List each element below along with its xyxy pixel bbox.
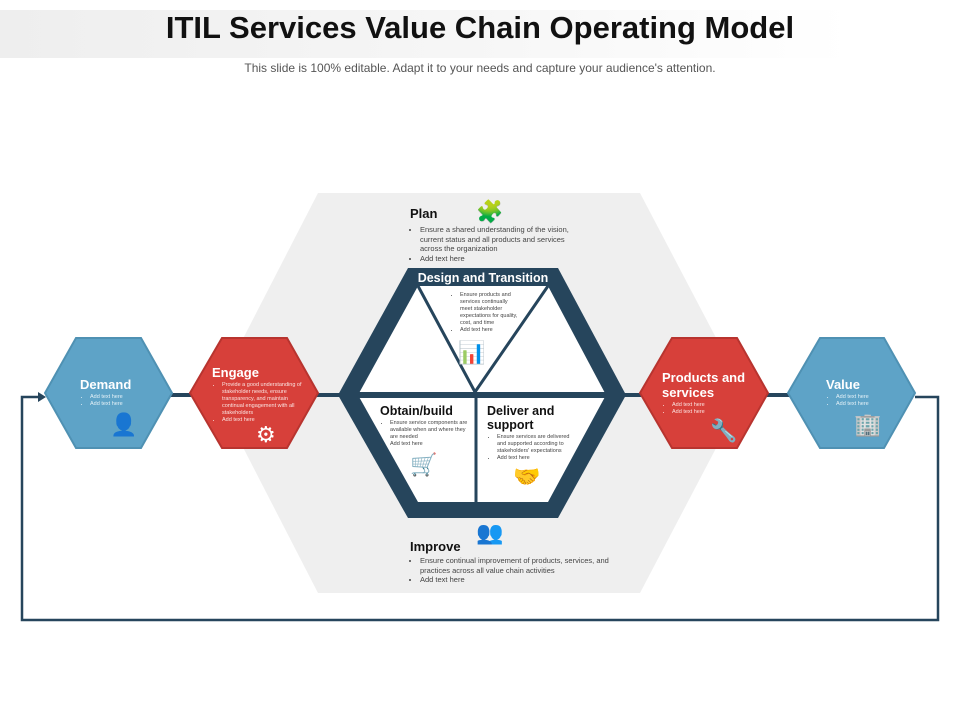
plan-bullet: Ensure a shared understanding of the vis… <box>420 225 585 254</box>
plan-block: Plan 🧩 Ensure a shared understanding of … <box>410 201 585 264</box>
presentation-icon: 📊 <box>458 340 486 365</box>
obtain-bullet: Ensure service components are available … <box>390 420 472 441</box>
plan-label: Plan <box>410 206 438 221</box>
design-block: Ensure products and services continually… <box>450 290 520 364</box>
improve-bullet: Ensure continual improvement of products… <box>420 556 630 575</box>
value-block: Value Add text hereAdd text here 🏢 <box>826 377 896 436</box>
deliver-bullet: Add text here <box>497 455 577 462</box>
demand-block: Demand Add text hereAdd text here 👤 <box>80 377 160 436</box>
hands-puzzle-icon: 🧩 <box>476 199 504 224</box>
demand-hexagon <box>43 337 174 449</box>
obtain-label: Obtain/build <box>380 404 453 418</box>
engage-bullet: Provide a good understanding of stakehol… <box>222 382 302 417</box>
improve-block: 👥 Improve Ensure continual improvement o… <box>410 522 630 585</box>
obtain-bullet: Add text here <box>390 441 472 448</box>
demand-label: Demand <box>80 377 132 392</box>
feedback-arrowhead <box>38 392 46 402</box>
feedback-loop-line <box>20 395 940 622</box>
engage-label: Engage <box>212 365 259 380</box>
products-bullet: Add text here <box>672 402 757 409</box>
page-subtitle: This slide is 100% editable. Adapt it to… <box>244 61 716 75</box>
team-gear-icon: 👥 <box>476 520 504 545</box>
plan-bullet: Add text here <box>420 254 585 264</box>
design-label: Design and Transition <box>417 271 549 285</box>
value-bullet: Add text here <box>836 394 896 401</box>
building-icon: 🏢 <box>854 412 882 437</box>
products-hexagon <box>638 337 770 449</box>
hand-gear-icon: ⚙ <box>256 422 276 447</box>
deliver-bullet: Ensure services are delivered and suppor… <box>497 434 577 455</box>
value-bullet: Add text here <box>836 401 896 408</box>
engage-hexagon <box>188 337 320 449</box>
demand-bullet: Add text here <box>90 394 160 401</box>
cart-globe-icon: 🛒 <box>410 452 438 477</box>
improve-bullet: Add text here <box>420 575 630 585</box>
products-bullet: Add text here <box>672 409 757 416</box>
engage-bullet: Add text here <box>222 417 302 424</box>
value-hexagon <box>786 337 917 449</box>
deliver-block: Deliver and support Ensure services are … <box>487 404 577 488</box>
demand-bullet: Add text here <box>90 401 160 408</box>
handshake-icon: 🤝 <box>513 464 541 489</box>
value-label: Value <box>826 377 860 392</box>
products-block: Products and services Add text hereAdd t… <box>662 370 757 442</box>
improve-label: Improve <box>410 539 461 554</box>
obtain-block: Obtain/build Ensure service components a… <box>380 404 472 476</box>
person-chart-icon: 👤 <box>110 412 138 437</box>
design-bullet: Ensure products and services continually… <box>460 292 520 327</box>
engage-block: Engage Provide a good understanding of s… <box>212 365 302 446</box>
products-label: Products and services <box>662 370 746 400</box>
design-bullet: Add text here <box>460 327 520 334</box>
title-band <box>0 10 850 58</box>
wrench-gear-icon: 🔧 <box>710 418 738 443</box>
page-title: ITIL Services Value Chain Operating Mode… <box>165 10 795 45</box>
deliver-label: Deliver and support <box>487 404 555 432</box>
